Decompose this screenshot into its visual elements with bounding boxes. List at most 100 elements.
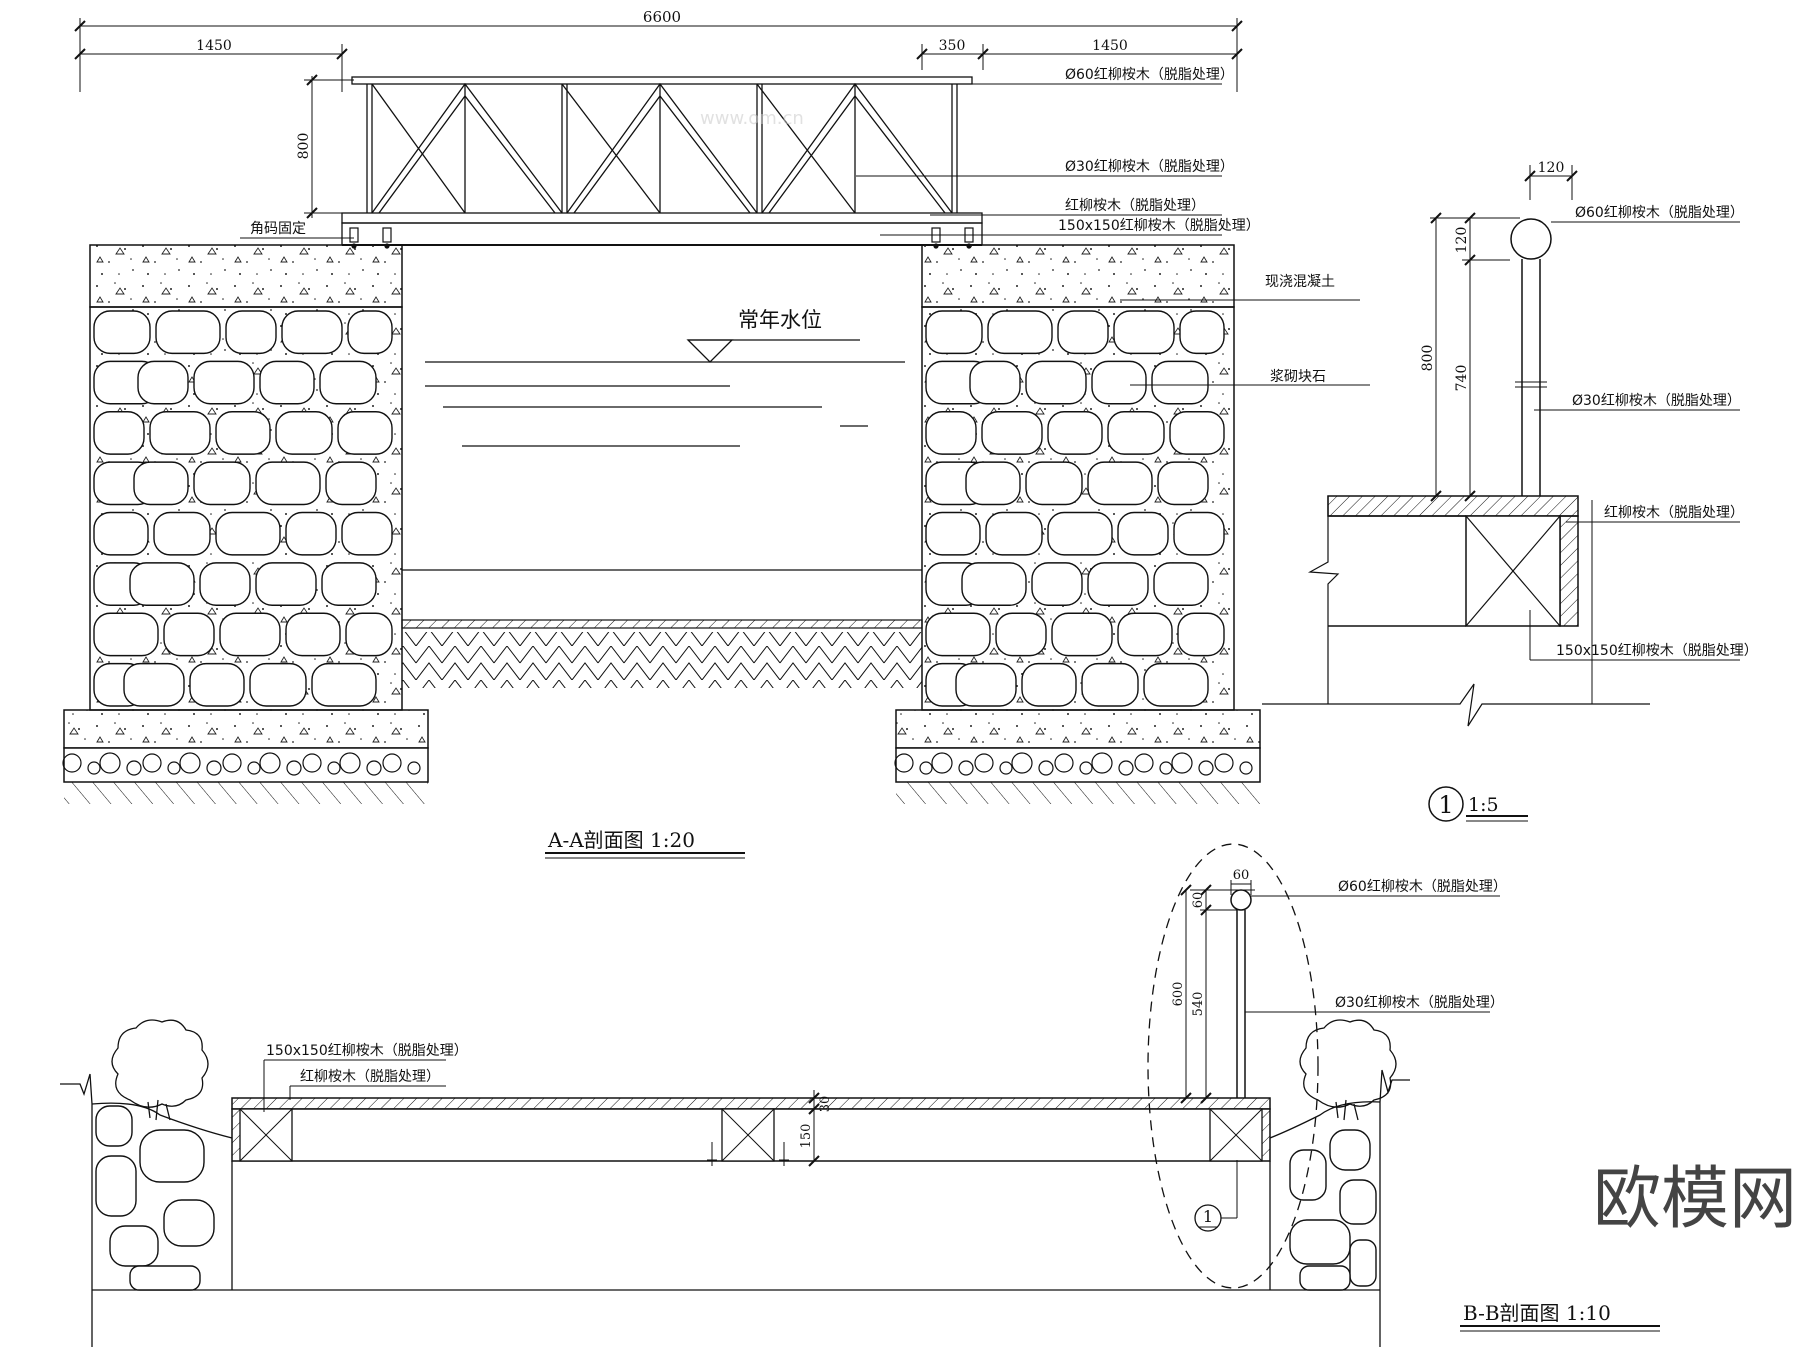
gravel-pebble: [302, 753, 322, 773]
shrub-left: [111, 1019, 209, 1121]
masonry-stone: [215, 411, 271, 455]
masonry-stone: [219, 612, 281, 657]
masonry-stone: [955, 662, 1017, 707]
gravel-pebble: [407, 761, 421, 775]
masonry-stone: [1299, 1265, 1351, 1291]
masonry-stone: [1117, 612, 1173, 657]
gravel-pebble: [1038, 760, 1054, 776]
masonry-stone: [341, 511, 393, 556]
masonry-stone: [345, 612, 393, 657]
masonry-stone: [925, 411, 977, 455]
gravel-pebble: [179, 752, 201, 774]
dim-rail-height: [304, 74, 354, 219]
masonry-stone: [1113, 310, 1175, 355]
gravel-pebble: [259, 752, 281, 774]
masonry-stone: [255, 562, 317, 606]
masonry-stone: [255, 461, 321, 506]
masonry-stone: [153, 511, 211, 556]
detail-1-ball-height: 120: [1454, 227, 1470, 254]
gravel-pebble: [222, 753, 242, 773]
callout-diagonal: Ø30红柳桉木（脱脂处理）: [1065, 158, 1234, 175]
callout-deck-board: 红柳桉木（脱脂处理）: [1065, 197, 1205, 214]
masonry-stone: [285, 612, 341, 657]
masonry-stone: [133, 461, 189, 506]
gravel-pebble: [1214, 753, 1234, 773]
bb-dims: [778, 880, 1255, 1167]
right-abutment: [894, 244, 1261, 804]
bb-deck: [231, 1097, 1271, 1290]
bb-detail-ellipse: [1147, 843, 1319, 1289]
callout-beam: 150x150红柳桉木（脱脂处理）: [1058, 217, 1260, 234]
gravel-pebble: [206, 760, 222, 776]
masonry-stone: [163, 612, 215, 657]
masonry-stone: [1025, 461, 1083, 506]
aa-section-title: A-A剖面图 1:20: [547, 828, 695, 852]
detail-1-callout-beam: 150x150红柳桉木（脱脂处理）: [1556, 642, 1758, 659]
masonry-stone: [1087, 461, 1153, 506]
masonry-stone: [311, 662, 377, 707]
masonry-stone: [95, 1155, 137, 1217]
masonry-stone: [925, 511, 981, 556]
masonry-stone: [129, 1265, 201, 1291]
gravel-pebble: [1011, 752, 1033, 774]
detail-1-post-height: 740: [1454, 365, 1470, 392]
dim-total-width-label: 6600: [643, 8, 681, 26]
gravel-pebble: [286, 760, 302, 776]
masonry-stone: [1143, 662, 1209, 707]
masonry-stone: [1057, 310, 1109, 355]
gravel-pebble: [999, 761, 1013, 775]
watermark-url: www.om.cn: [700, 108, 804, 129]
masonry-stone: [1047, 511, 1113, 556]
bb-total-height: 600: [1171, 982, 1186, 1007]
masonry-stone: [1107, 411, 1165, 455]
bb-ball-height: 60: [1191, 892, 1206, 909]
masonry-stone: [193, 461, 251, 506]
callout-masonry: 浆砌块石: [1270, 369, 1326, 385]
masonry-stone: [189, 662, 245, 707]
water-level-label: 常年水位: [738, 308, 822, 332]
gravel-pebble: [99, 752, 121, 774]
detail-1-ball-width: 120: [1538, 160, 1565, 176]
detail-1-post: [1510, 218, 1552, 496]
masonry-stone: [199, 562, 251, 606]
dim-right-spans: [916, 44, 1243, 70]
bb-post-height: 540: [1191, 992, 1206, 1017]
gravel-pebble: [382, 753, 402, 773]
masonry-stone: [215, 511, 281, 556]
masonry-stone: [1173, 511, 1225, 556]
aa-leaders: [240, 83, 1370, 386]
masonry-stone: [285, 511, 337, 556]
gravel-pebble: [1159, 761, 1173, 775]
masonry-stone: [347, 310, 393, 355]
channel: [401, 339, 923, 688]
gravel-pebble: [974, 753, 994, 773]
masonry-stone: [1087, 562, 1149, 606]
masonry-stone: [1047, 411, 1103, 455]
bb-section: 60 60 600 540 30 150 1 Ø60红柳桉木（脱脂处理） Ø30…: [60, 843, 1660, 1347]
gravel-pebble: [327, 761, 341, 775]
gravel-pebble: [919, 761, 933, 775]
gravel-pebble: [126, 760, 142, 776]
masonry-stone: [325, 461, 377, 506]
gravel-pebble: [62, 753, 82, 773]
callout-concrete: 现浇混凝土: [1265, 274, 1335, 290]
masonry-stone: [129, 562, 195, 606]
masonry-stone: [225, 310, 277, 355]
masonry-stone: [1081, 662, 1139, 707]
masonry-stone: [149, 411, 211, 455]
masonry-stone: [1117, 511, 1169, 556]
detail-1-marker-number: 1: [1438, 791, 1453, 819]
masonry-stones-right: [925, 310, 1225, 707]
gravel-bed-left: [62, 752, 421, 776]
bb-leaders: [263, 895, 1500, 1112]
gravel-pebble: [1091, 752, 1113, 774]
masonry-stone: [1289, 1149, 1327, 1201]
dim-rail-height-label: 800: [296, 133, 312, 160]
gravel-pebble: [339, 752, 361, 774]
masonry-stone: [1025, 360, 1087, 405]
dim-left-span-label: 1450: [196, 38, 232, 54]
dim-right-span-label: 1450: [1092, 38, 1128, 54]
detail-1: 120 120 800 740: [1262, 160, 1758, 822]
watermarks: 欧模网 www.om.cn: [700, 108, 1797, 1239]
